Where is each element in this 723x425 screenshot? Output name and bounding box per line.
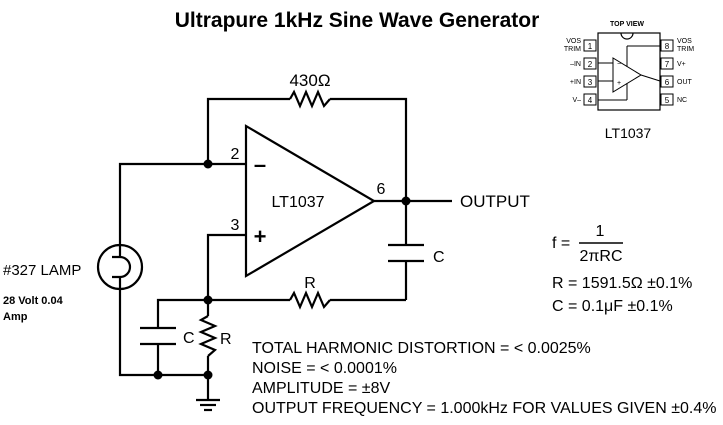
pin-4-number: 4 [588,96,593,105]
svg-text:+: + [617,80,621,87]
formula-denominator: 2πRC [579,248,622,265]
lamp-note-line2: Amp [3,311,28,323]
pin-1-number: 1 [588,42,593,51]
circuit-wiring [118,97,452,412]
label-pin-6: 6 [377,181,386,198]
pinout-diagram: TOP VIEW 1 2 3 4 8 7 6 5 VOS TRIM –IN +I… [564,21,694,141]
capacitor-series-c [388,243,424,263]
opamp-label: LT1037 [271,194,324,211]
pinout-package [597,32,661,111]
label-shunt-c: C [183,330,195,347]
opamp-plus-sign: + [254,224,267,249]
svg-text:−: − [617,61,621,68]
label-series-c: C [433,249,445,266]
lamp-label: #327 LAMP [3,262,81,279]
spec-noise: NOISE = < 0.0001% [252,360,397,377]
lamp-note-line1: 28 Volt 0.04 [3,295,64,307]
pin-4-label: V– [572,97,581,104]
page-title: Ultrapure 1kHz Sine Wave Generator [175,9,540,32]
pin-2-number: 2 [588,60,593,69]
pin-7-label: V+ [677,61,686,68]
spec-amplitude: AMPLITUDE = ±8V [252,380,390,397]
spec-frequency: OUTPUT FREQUENCY = 1.000kHz FOR VALUES G… [252,400,716,417]
label-pin-3: 3 [231,217,240,234]
pinout-header: TOP VIEW [610,21,644,28]
pin-3-number: 3 [588,78,593,87]
junction-dots [153,159,411,380]
formula-r-value: R = 1591.5Ω ±0.1% [552,275,692,292]
pin-8-label: VOS [677,38,692,45]
pin-7-number: 7 [665,60,670,69]
spec-thd: TOTAL HARMONIC DISTORTION = < 0.0025% [252,340,591,357]
formula-f-lhs: f = [552,235,570,252]
formula-numerator: 1 [596,223,605,240]
resistor-430-ohm [289,89,331,109]
output-label: OUTPUT [460,192,530,211]
capacitor-shunt-c [140,326,176,346]
pin-8-number: 8 [665,42,670,51]
pin-5-label: NC [677,97,687,104]
pin-1-label: VOS [566,38,581,45]
label-series-r: R [304,275,316,292]
pin-8-label2: TRIM [677,46,694,53]
resistor-shunt-r [198,315,218,357]
lamp-symbol [96,243,144,291]
label-pin-2: 2 [231,146,240,163]
label-shunt-r: R [220,331,232,348]
pinout-part-label: LT1037 [605,125,652,141]
pin-1-label2: TRIM [564,46,581,53]
pin-6-number: 6 [665,78,670,87]
pin-3-label: +IN [570,79,581,86]
pin-5-number: 5 [665,96,670,105]
pinout-notch [620,32,634,40]
label-430-ohm: 430Ω [289,71,330,90]
opamp-symbol [244,124,377,278]
pin-2-label: –IN [570,61,581,68]
pin-6-label: OUT [677,79,693,86]
resistor-series-r [289,290,331,310]
opamp-minus-sign: – [254,152,266,177]
formula-c-value: C = 0.1μF ±0.1% [552,298,673,315]
